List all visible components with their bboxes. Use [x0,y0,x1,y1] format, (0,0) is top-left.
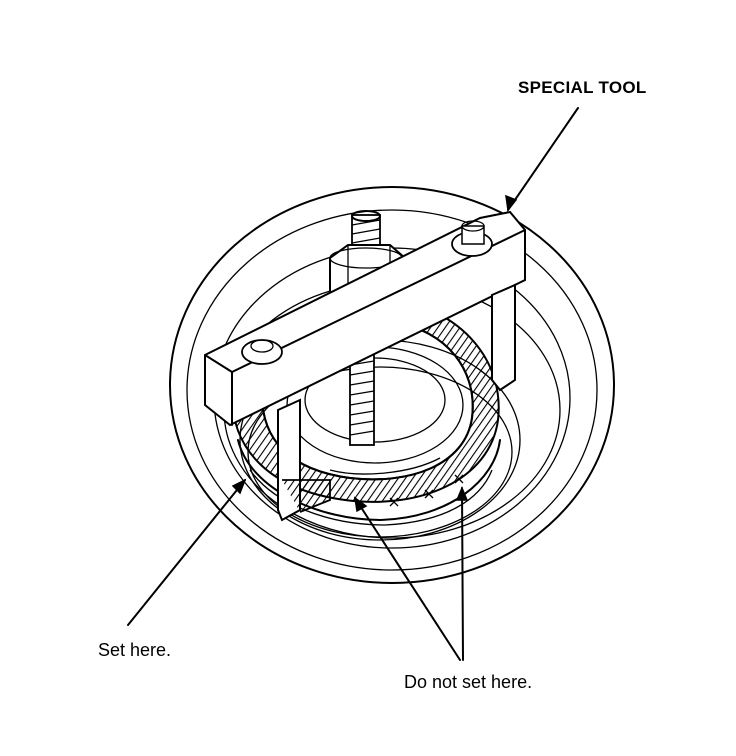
do-not-set-here-label: Do not set here. [404,672,533,692]
puller-bar [204,210,526,427]
housing-bore [169,186,615,584]
special-tool-label: SPECIAL TOOL [518,78,647,97]
puller-jaws [277,283,516,522]
callout-arrows [127,107,579,661]
set-here-label: Set here. [98,640,172,660]
